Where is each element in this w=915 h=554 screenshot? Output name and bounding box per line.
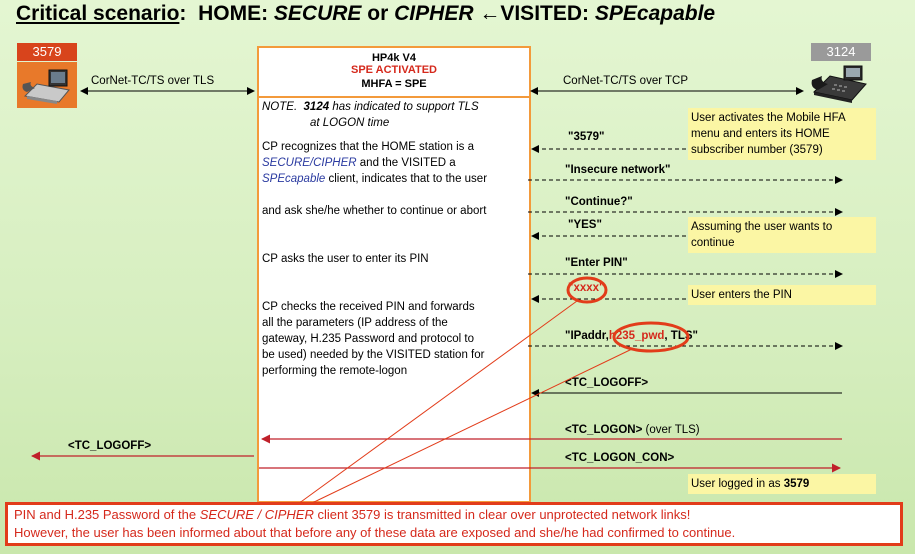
msg-tc-logon-text: <TC_LOGON> (565, 424, 643, 436)
msg-insecure-network: "Insecure network" (565, 164, 671, 176)
cp-note-line2: at LOGON time (310, 117, 390, 129)
title-colon: : (179, 2, 187, 25)
visited-phone-icon (811, 65, 867, 103)
warning-l1-post: client 3579 is transmitted in clear over… (317, 507, 691, 522)
note-mobile-hfa-l3: subscriber number (3579) (691, 144, 823, 156)
msg-left-tc-logoff: <TC_LOGOFF> (68, 440, 152, 452)
pwd-highlight-oval (612, 321, 690, 353)
cp-text-p1b-rest: and the VISITED a (359, 157, 456, 169)
note-continue-l2: continue (691, 237, 735, 249)
cp-text-p4b: all the parameters (IP address of the (262, 317, 448, 329)
msg-3579: "3579" (568, 131, 605, 143)
cp-text-secure: SECURE/CIPHER (262, 157, 357, 169)
cp-note-line1: NOTE. 3124 has indicated to support TLS (262, 99, 479, 115)
title-arrow-icon: ← (479, 2, 501, 25)
cp-mhfa: MHFA = SPE (361, 78, 427, 90)
cp-note-rest1: has indicated to support TLS (332, 101, 479, 113)
cp-name: HP4k V4 (371, 52, 417, 64)
cp-note-label: NOTE. (262, 101, 298, 113)
note-enter-pin: User enters the PIN (688, 285, 876, 305)
title-or: or (367, 2, 389, 25)
title-prefix: Critical scenario (16, 2, 180, 25)
left-connection-label: CorNet-TC/TS over TLS (91, 75, 215, 87)
cp-text-p1b: SECURE/CIPHER and the VISITED a (262, 155, 456, 171)
cp-header-box: HP4k V4 SPE ACTIVATED MHFA = SPE (257, 46, 531, 98)
home-station-number: 3579 (17, 43, 77, 61)
note-continue-l1: Assuming the user wants to (691, 221, 833, 233)
title-home: HOME: (198, 2, 269, 25)
pin-pointer-line (297, 300, 578, 505)
cp-text-spe: SPEcapable (262, 173, 326, 185)
cp-text-p2: and ask she/he whether to continue or ab… (262, 205, 487, 217)
page-title: Critical scenario: HOME: SECURE or CIPHE… (16, 2, 715, 26)
cp-text-p3: CP asks the user to enter its PIN (262, 253, 429, 265)
warning-l1-pre: PIN and H.235 Password of the (14, 507, 197, 522)
cp-status: SPE ACTIVATED (351, 64, 437, 76)
msg-tc-logon-con: <TC_LOGON_CON> (565, 452, 675, 464)
home-phone-icon (17, 62, 77, 108)
pwd-pointer-line (309, 348, 633, 505)
warning-l1-italic: SECURE / CIPHER (199, 507, 314, 522)
cp-text-p1c: SPEcapable client, indicates that to the… (262, 171, 487, 187)
visited-station-number: 3124 (811, 43, 871, 61)
pin-highlight-oval (566, 276, 608, 304)
cp-text-p1c-rest: client, indicates that to the user (328, 173, 488, 185)
cp-text-p4c: gateway, H.235 Password and protocol to (262, 333, 475, 345)
msg-yes: "YES" (568, 219, 602, 231)
title-spe: SPEcapable (594, 2, 716, 25)
right-connection-label: CorNet-TC/TS over TCP (563, 75, 689, 87)
cp-text-p4a: CP checks the received PIN and forwards (262, 301, 475, 313)
cp-text-p1a: CP recognizes that the HOME station is a (262, 141, 474, 153)
msg-pin-xxxx: "xxxx" (568, 282, 605, 294)
warning-line1: PIN and H.235 Password of the SECURE / C… (14, 506, 894, 524)
note-mobile-hfa-l1: User activates the Mobile HFA (691, 112, 846, 124)
cp-body-box (257, 96, 531, 503)
note-logged-in-pre: User logged in as (691, 478, 781, 490)
title-secure: SECURE (273, 2, 362, 25)
warning-line2: However, the user has been informed abou… (14, 525, 736, 540)
msg-ipaddr: "IPaddr,h235_pwd, TLS" (565, 330, 698, 342)
msg-ipaddr-post: , TLS" (664, 330, 698, 342)
cp-note-num: 3124 (303, 101, 330, 113)
title-cipher: CIPHER (394, 2, 474, 25)
note-mobile-hfa-l2: menu and enters its HOME (691, 128, 830, 140)
warning-box: PIN and H.235 Password of the SECURE / C… (5, 502, 903, 546)
msg-h235-pwd: h235_pwd (608, 330, 665, 342)
msg-tc-logon: <TC_LOGON> (over TLS) (565, 424, 700, 436)
note-continue: Assuming the user wants to continue (688, 217, 876, 253)
msg-continue: "Continue?" (565, 196, 633, 208)
cp-text-p4d: be used) needed by the VISITED station f… (262, 349, 485, 361)
msg-ipaddr-pre: "IPaddr, (565, 330, 609, 342)
title-visited: VISITED: (500, 2, 590, 25)
msg-tc-logon-suffix: (over TLS) (645, 424, 700, 436)
msg-enter-pin: "Enter PIN" (565, 257, 628, 269)
note-logged-in-num: 3579 (783, 478, 810, 490)
note-mobile-hfa: User activates the Mobile HFA menu and e… (688, 108, 876, 160)
note-logged-in: User logged in as 3579 (688, 474, 876, 494)
cp-text-p4e: performing the remote-logon (262, 365, 408, 377)
msg-tc-logoff: <TC_LOGOFF> (565, 377, 649, 389)
